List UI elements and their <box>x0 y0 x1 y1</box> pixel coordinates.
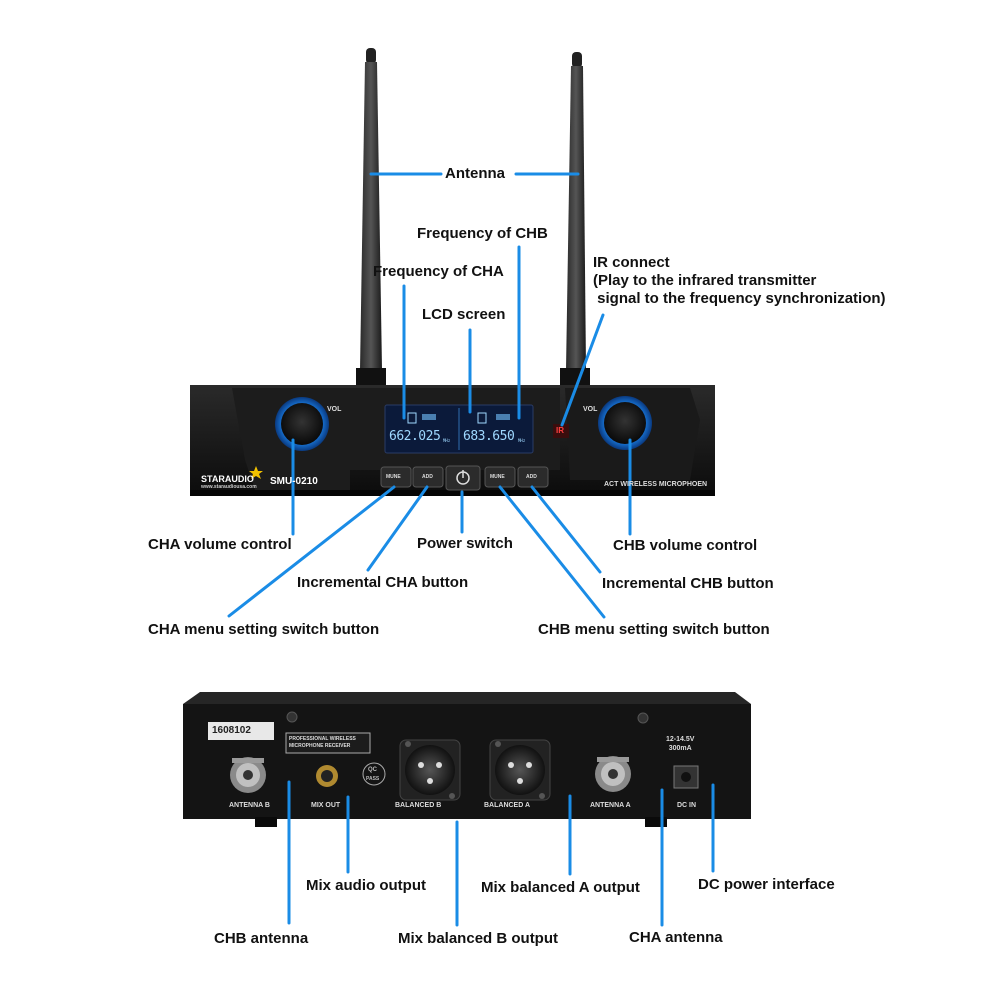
label-mix-audio: Mix audio output <box>306 877 426 894</box>
label-mix-balanced-a: Mix balanced A output <box>481 879 640 896</box>
star-logo-icon <box>249 466 263 479</box>
jack-antenna-a: ANTENNA A <box>590 802 631 809</box>
label-ir-connect: IR connect (Play to the infrared transmi… <box>593 254 886 307</box>
chb-volume-knob <box>598 396 652 450</box>
label-freq-chb: Frequency of CHB <box>417 225 548 242</box>
label-incremental-chb: Incremental CHB button <box>602 575 774 592</box>
rear-plate: PROFESSIONAL WIRELESS MICROPHONE RECEIVE… <box>289 736 356 749</box>
label-lcd-screen: LCD screen <box>422 306 506 323</box>
label-freq-cha: Frequency of CHA <box>373 263 504 280</box>
product-text: ACT WIRELESS MICROPHOEN <box>604 481 708 488</box>
serial-sticker: 1608102 <box>212 725 251 736</box>
front-buttons <box>380 465 549 491</box>
lcd-unit-a: MHz <box>443 438 451 443</box>
label-dc-power: DC power interface <box>698 876 835 893</box>
lcd-unit-b: MHz <box>518 438 526 443</box>
website-text: www.staraudiousa.com <box>201 484 257 490</box>
label-power-switch: Power switch <box>417 535 513 552</box>
label-cha-antenna: CHA antenna <box>629 929 723 946</box>
antenna-right <box>560 52 590 386</box>
label-chb-volume: CHB volume control <box>613 537 758 554</box>
btn-mune-b: MUNE <box>490 474 505 480</box>
model-text: SMU-0210 <box>270 476 318 487</box>
jack-mix-out: MIX OUT <box>311 802 341 809</box>
btn-mune-a: MUNE <box>386 474 401 480</box>
brand-text: STARAUDIO <box>201 474 254 484</box>
lcd-freq-a: 662.025 <box>389 429 441 444</box>
power-rating: 12-14.5V 300mA <box>666 736 695 752</box>
vol-text-left: VOL <box>327 406 342 413</box>
label-chb-antenna: CHB antenna <box>214 930 309 947</box>
callout-lines <box>227 172 715 927</box>
label-incremental-cha: Incremental CHA button <box>297 574 469 591</box>
cha-volume-knob <box>275 397 329 451</box>
ir-window <box>553 424 569 438</box>
jack-dc-in: DC IN <box>677 802 697 809</box>
qc-stamp: QC <box>368 767 377 773</box>
antenna-left <box>356 48 386 386</box>
label-antenna: Antenna <box>445 165 505 182</box>
rear-panel <box>183 692 751 827</box>
jack-balanced-a: BALANCED A <box>484 802 531 809</box>
label-cha-menu: CHA menu setting switch button <box>148 621 380 638</box>
label-mix-balanced-b: Mix balanced B output <box>398 930 559 947</box>
btn-add-a: ADD <box>422 474 433 480</box>
jack-antenna-b: ANTENNA B <box>229 802 270 809</box>
jack-balanced-b: BALANCED B <box>395 802 442 809</box>
ir-text: IR <box>556 426 564 435</box>
lcd-screen <box>384 404 534 454</box>
btn-add-b: ADD <box>526 474 537 480</box>
vol-text-right: VOL <box>583 406 598 413</box>
lcd-freq-b: 683.650 <box>463 429 515 444</box>
pass-stamp: PASS <box>366 776 380 782</box>
label-chb-menu: CHB menu setting switch button <box>538 621 770 638</box>
label-cha-volume: CHA volume control <box>148 536 292 553</box>
